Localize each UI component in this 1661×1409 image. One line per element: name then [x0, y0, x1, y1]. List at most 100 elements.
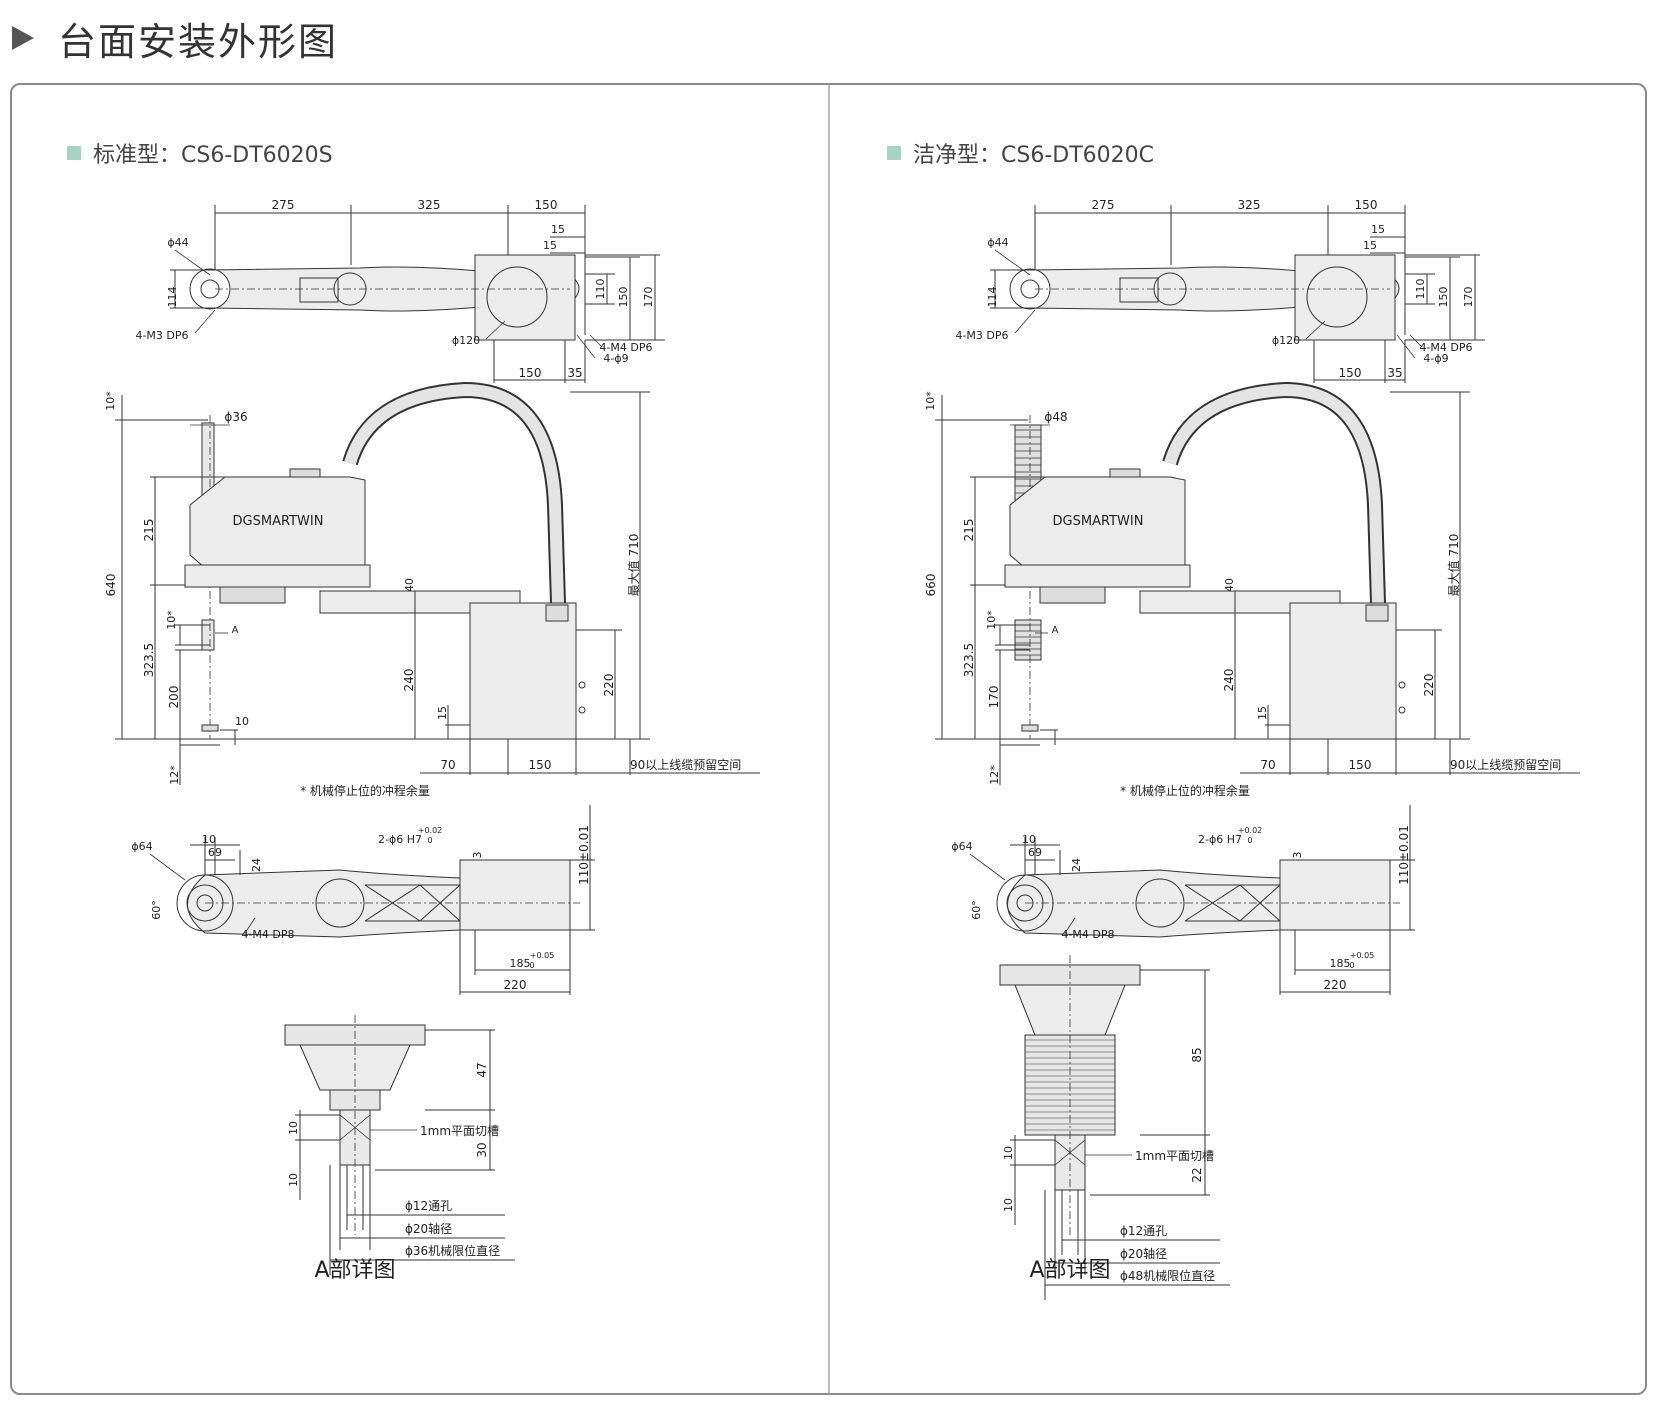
dim-35: 35 — [1387, 366, 1402, 380]
dim-4-m4: 4-M4 DP6 — [1419, 341, 1472, 354]
tol-upper-2: +0.05 — [1350, 951, 1375, 960]
dim-phi-shaft: ϕ36 — [224, 410, 247, 424]
dim-15b: 15 — [543, 239, 557, 252]
dim-10-star-a: 10* — [924, 391, 937, 411]
dim-150b: 150 — [1339, 366, 1362, 380]
cut-label: 1mm平面切槽 — [1135, 1149, 1214, 1163]
base-pillar — [1289, 602, 1397, 740]
dim-max-710: 最大值 710 — [626, 534, 641, 597]
dim-170: 170 — [1462, 287, 1475, 308]
section-title: 台面安装外形图 — [58, 19, 339, 64]
arm-base-outline — [187, 869, 461, 938]
dim-3: 3 — [471, 852, 484, 859]
panel-title: 标准型：CS6-DT6020S — [67, 137, 333, 169]
dim-4-m3: 4-M3 DP6 — [955, 329, 1008, 342]
leader-line — [1396, 334, 1416, 359]
dim-220-base: 220 — [1324, 978, 1347, 992]
dim-phi20: ϕ20轴径 — [405, 1221, 452, 1236]
dim-150b: 150 — [519, 366, 542, 380]
dim-215: 215 — [142, 519, 156, 542]
brand-label: DGSMARTWIN — [1053, 514, 1144, 529]
arm-base-outline — [1007, 869, 1281, 938]
dim-185: 185 — [510, 957, 531, 970]
arm1-link — [184, 564, 371, 588]
top-cap — [289, 468, 321, 478]
dim-4-phi9: 4-ϕ9 — [603, 352, 628, 365]
cable-inner — [344, 383, 564, 604]
dim-10-detail-b: 10 — [287, 1173, 300, 1187]
cover-plate — [1119, 277, 1159, 303]
leader-line — [1409, 334, 1423, 348]
leader-line — [589, 334, 603, 348]
dim-150: 150 — [1355, 198, 1378, 212]
dim-70: 70 — [1260, 758, 1275, 772]
joint-circle-base — [1135, 878, 1185, 928]
triangle-bullet-icon — [12, 26, 34, 50]
dim-phi120: ϕ120 — [452, 334, 480, 347]
dim-10-detail-a: 10 — [287, 1121, 300, 1135]
leader-line — [969, 853, 1006, 881]
dim-phi12: ϕ12通孔 — [1120, 1224, 1167, 1238]
dim-10-detail-b: 10 — [1002, 1198, 1015, 1212]
dim-4-phi9: 4-ϕ9 — [1423, 352, 1448, 365]
leader-line — [576, 334, 596, 359]
dim-60-deg: 60° — [150, 900, 163, 920]
leader-line — [149, 853, 186, 881]
cable-clearance-label: 90以上线缆预留空间 — [630, 758, 741, 772]
dim-phi120: ϕ120 — [1272, 334, 1300, 347]
cable-connector — [545, 604, 569, 622]
dim-60-deg: 60° — [970, 900, 983, 920]
leader-line — [1305, 320, 1326, 340]
dim-150: 150 — [535, 198, 558, 212]
port-a — [578, 681, 586, 689]
joint-circle-base — [315, 878, 365, 928]
dim-325: 325 — [1238, 198, 1261, 212]
dim-24: 24 — [1070, 858, 1083, 872]
port-a — [1398, 681, 1406, 689]
dim-40: 40 — [403, 578, 416, 592]
dim-hole: 2-ϕ6 H7 — [1198, 833, 1242, 846]
dim-phi64: ϕ64 — [951, 840, 972, 853]
dim-220: 220 — [1422, 674, 1436, 697]
stroke-margin-note: * 机械停止位的冲程余量 — [300, 783, 430, 798]
top-cap — [1109, 468, 1141, 478]
dim-phi-shaft: ϕ48 — [1044, 410, 1067, 424]
cut-label: 1mm平面切槽 — [420, 1124, 499, 1138]
square-bullet-icon — [887, 146, 901, 160]
dim-10c: 10 — [235, 715, 249, 728]
dim-phi12: ϕ12通孔 — [405, 1199, 452, 1213]
dim-detail-height: 47 — [475, 1062, 489, 1077]
dim-10-star-a: 10* — [104, 391, 117, 411]
dim-10-base: 10 — [1022, 833, 1036, 846]
dim-70: 70 — [440, 758, 455, 772]
base-flange — [1279, 859, 1391, 931]
dim-150v: 150 — [1437, 287, 1450, 308]
dim-69: 69 — [1028, 846, 1042, 859]
detail-mark-a: A — [1052, 625, 1059, 636]
cable-connector — [1365, 604, 1389, 622]
port-b — [1398, 706, 1406, 714]
cover-plate — [299, 277, 339, 303]
dim-max-710: 最大值 710 — [1446, 534, 1461, 597]
leader-line — [1064, 917, 1076, 934]
dim-lower: 170 — [987, 686, 1001, 709]
dim-15a: 15 — [1371, 223, 1385, 236]
leader-line — [1014, 309, 1036, 334]
dim-cut-height: 30 — [475, 1142, 489, 1157]
dim-323-5: 323.5 — [142, 643, 156, 677]
dim-15a: 15 — [551, 223, 565, 236]
side-view: 10*660ϕ48DGSMARTWIN215323.510*A17012*402… — [924, 381, 1580, 798]
dim-240: 240 — [1222, 669, 1236, 692]
dim-220-base: 220 — [504, 978, 527, 992]
leader-line — [244, 917, 256, 934]
dim-15: 15 — [436, 706, 449, 720]
port-b — [578, 706, 586, 714]
tol-lower: 0 — [427, 836, 432, 845]
square-bullet-icon — [67, 146, 81, 160]
detail-caption: A部详图 — [314, 1258, 395, 1283]
dim-phi-limit: ϕ48机械限位直径 — [1120, 1268, 1215, 1283]
